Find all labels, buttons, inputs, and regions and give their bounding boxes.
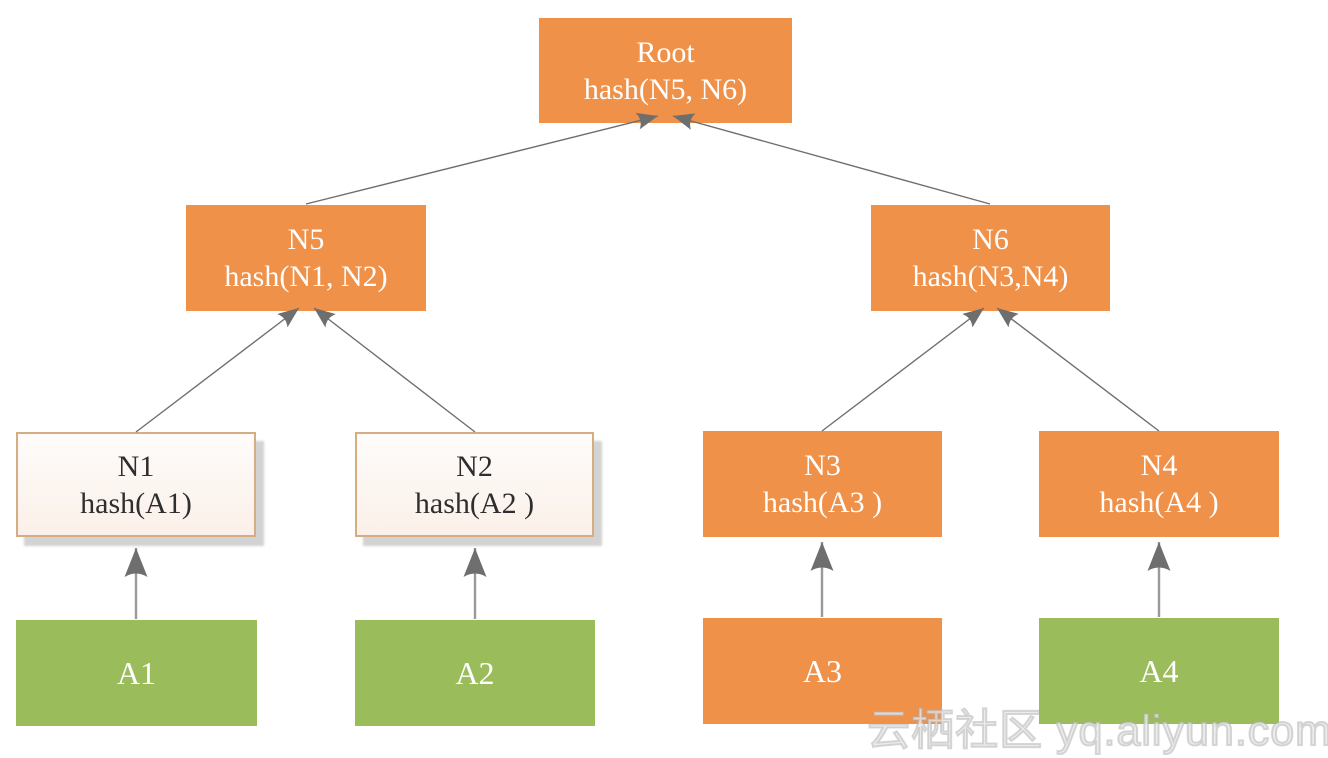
node-n3-hash: hash(A3 ) <box>762 486 883 519</box>
edge-n3-n6 <box>821 307 985 432</box>
edge-n2-n5 <box>313 307 476 433</box>
node-n1: N1 hash(A1) <box>16 432 256 537</box>
node-a3: A3 <box>703 618 942 724</box>
node-n3-title: N3 <box>804 449 841 482</box>
node-n5-title: N5 <box>287 223 325 256</box>
node-a4: A4 <box>1039 618 1279 724</box>
edge-n4-n6 <box>996 307 1160 432</box>
node-a4-label: A4 <box>1139 653 1179 689</box>
node-a3-label: A3 <box>802 653 843 689</box>
node-root-title: Root <box>636 35 695 69</box>
node-root-hash: hash(N5, N6) <box>583 72 748 106</box>
node-a1-label: A1 <box>116 655 157 691</box>
node-a2-label: A2 <box>455 655 495 691</box>
node-n6-hash: hash(N3,N4) <box>912 260 1069 293</box>
node-n5-hash: hash(N1, N2) <box>224 260 388 293</box>
node-n4-title: N4 <box>1140 449 1178 482</box>
node-n4: N4 hash(A4 ) <box>1039 431 1279 537</box>
node-root: Root hash(N5, N6) <box>539 18 792 123</box>
node-n1-title: N1 <box>117 449 155 483</box>
node-n2-title: N2 <box>456 449 493 483</box>
node-n2: N2 hash(A2 ) <box>355 432 594 537</box>
node-a1: A1 <box>16 620 257 726</box>
edge-n5-root <box>305 112 659 205</box>
node-n5: N5 hash(N1, N2) <box>186 205 426 311</box>
node-n4-hash: hash(A4 ) <box>1099 486 1219 519</box>
edge-n1-n5 <box>135 307 300 433</box>
node-n6-title: N6 <box>972 223 1009 256</box>
node-n3: N3 hash(A3 ) <box>703 431 942 537</box>
node-n6: N6 hash(N3,N4) <box>871 205 1110 311</box>
node-n2-hash: hash(A2 ) <box>414 486 535 520</box>
edge-n6-root <box>672 113 991 205</box>
node-a2: A2 <box>355 620 595 726</box>
node-n1-hash: hash(A1) <box>80 486 192 520</box>
